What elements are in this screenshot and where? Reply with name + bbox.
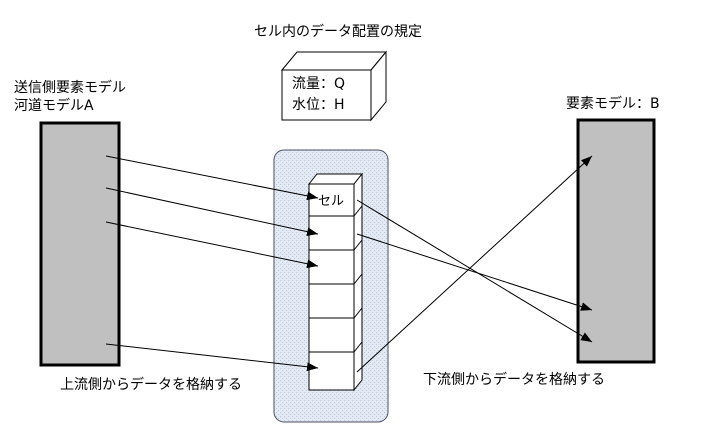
cube-line-1: 流量：Q	[292, 76, 346, 92]
downstream-arrow-3	[356, 155, 593, 373]
downstream-arrow-2	[356, 233, 593, 311]
cell-column	[307, 172, 364, 392]
upstream-arrow-3	[105, 221, 319, 269]
downstream-caption: 下流側からデータを格納する	[423, 372, 605, 388]
upstream-caption: 上流側からデータを格納する	[60, 377, 242, 393]
diagram-title: セル内のデータ配置の規定	[254, 24, 422, 40]
cube-line-2: 水位：H	[292, 97, 345, 113]
cube-icon	[280, 50, 388, 122]
downstream-arrow-1	[356, 199, 593, 343]
sender-label-line1: 送信側要素モデル	[14, 80, 126, 96]
upstream-arrow-1	[105, 155, 319, 201]
upstream-arrow-2	[105, 187, 319, 236]
receiver-label: 要素モデル：B	[566, 96, 660, 112]
upstream-arrow-4	[105, 343, 319, 372]
sender-model-box	[39, 121, 121, 367]
sender-label-line2: 河道モデルA	[14, 98, 94, 114]
cell-label: セル	[318, 194, 345, 209]
receiver-model-box	[576, 118, 656, 364]
